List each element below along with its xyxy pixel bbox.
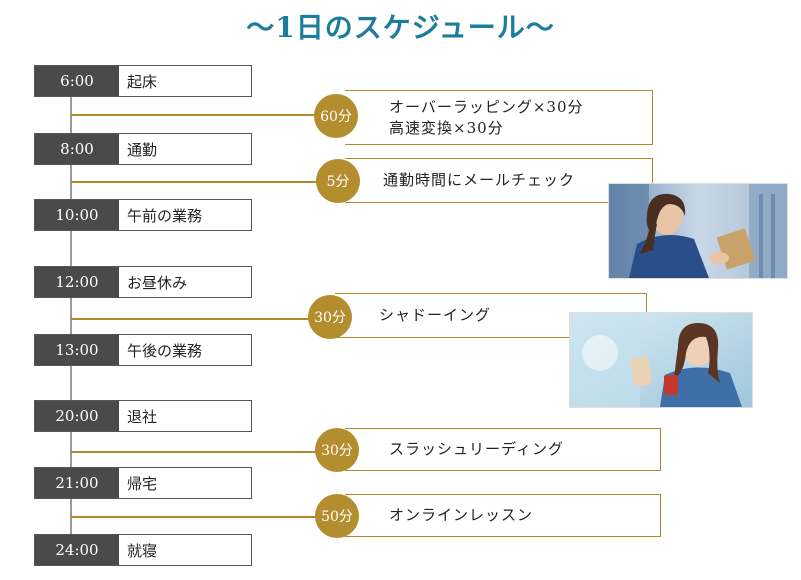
duration-badge: 30分 (315, 428, 359, 472)
slot-label: 就寝 (127, 541, 158, 560)
slot-label: 起床 (127, 72, 158, 91)
slot-time: 10:00 (35, 200, 119, 230)
photo-illustration (570, 313, 752, 407)
photo-woman-coffee (569, 312, 753, 408)
schedule-slot-lunch: 12:00 お昼休み (34, 266, 252, 298)
slot-time: 24:00 (35, 535, 119, 565)
duration-badge: 50分 (315, 494, 359, 538)
activity-text: シャドーイング (379, 306, 492, 324)
activity-connector (71, 114, 341, 116)
schedule-slot-wake: 6:00 起床 (34, 65, 252, 97)
activity-text: オンラインレッスン (389, 506, 534, 524)
duration-badge: 30分 (308, 295, 352, 339)
page-title: 〜1日のスケジュール〜 (246, 11, 555, 44)
activity-box: オンラインレッスン (345, 494, 661, 537)
schedule-slot-morning-work: 10:00 午前の業務 (34, 199, 252, 231)
schedule-slot-commute: 8:00 通勤 (34, 133, 252, 165)
activity-text: スラッシュリーディング (389, 440, 564, 458)
slot-label: 通勤 (127, 140, 158, 159)
activity-connector (71, 451, 343, 453)
activity-text: オーバーラッピング×30分 (389, 97, 584, 116)
activity-text: 高速変換×30分 (389, 118, 504, 137)
slot-time: 6:00 (35, 66, 119, 96)
schedule-slot-leave-office: 20:00 退社 (34, 400, 252, 432)
slot-label: 帰宅 (127, 474, 158, 493)
slot-label: 退社 (127, 407, 158, 426)
slot-time: 20:00 (35, 401, 119, 431)
slot-time: 21:00 (35, 468, 119, 498)
slot-label: 午後の業務 (127, 341, 203, 360)
slot-time: 13:00 (35, 335, 119, 365)
slot-label: 午前の業務 (127, 206, 203, 225)
photo-woman-reading (608, 183, 788, 279)
activity-connector (71, 318, 335, 320)
slot-label: お昼休み (127, 273, 188, 292)
activity-connector (71, 181, 343, 183)
activity-text: 通勤時間にメールチェック (383, 171, 576, 189)
slot-time: 12:00 (35, 267, 119, 297)
activity-connector (71, 516, 343, 518)
timeline-axis (70, 97, 72, 537)
activity-box: 通勤時間にメールチェック (345, 158, 653, 203)
schedule-slot-afternoon-work: 13:00 午後の業務 (34, 334, 252, 366)
photo-illustration (609, 184, 787, 278)
duration-badge: 5分 (316, 159, 360, 203)
slot-time: 8:00 (35, 134, 119, 164)
schedule-slot-sleep: 24:00 就寝 (34, 534, 252, 566)
activity-box: オーバーラッピング×30分 高速変換×30分 (345, 90, 653, 145)
duration-badge: 60分 (314, 94, 358, 138)
activity-box: スラッシュリーディング (345, 428, 661, 471)
schedule-slot-home: 21:00 帰宅 (34, 467, 252, 499)
